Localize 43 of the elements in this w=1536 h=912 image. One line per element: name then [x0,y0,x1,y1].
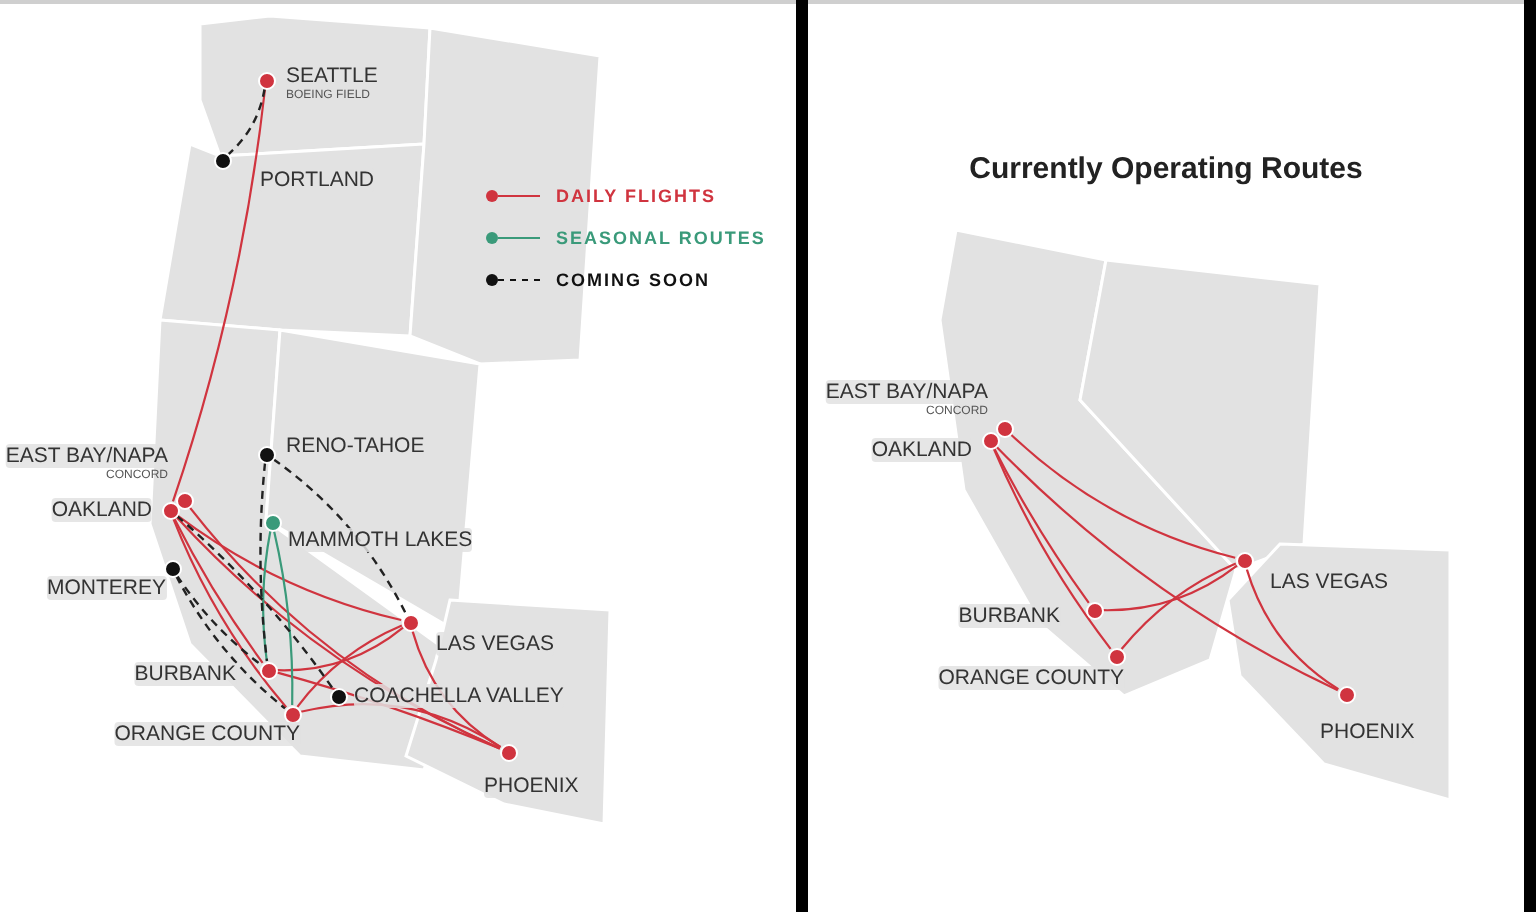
city-label: COACHELLA VALLEY [354,684,564,708]
route-line [176,514,402,622]
city-label: OAKLAND [871,438,972,462]
route-line [995,445,1339,692]
route-line [272,530,294,705]
city-label: LAS VEGAS [1270,570,1388,594]
route-line [173,517,264,664]
city-label: LAS VEGAS [436,632,554,656]
route-line [259,462,269,662]
map-title: Currently Operating Routes [967,150,1365,190]
route-line [172,518,288,708]
route-line [1245,568,1339,691]
city-label: ORANGE COUNTY [114,722,300,746]
route-line [175,575,286,710]
route-line [1103,564,1238,612]
city-label: PHOENIX [1320,720,1415,744]
legend-text: COMING SOON [556,268,711,294]
route-line [993,447,1090,604]
route-line [277,626,404,672]
city-label: BURBANK [958,604,1060,628]
city-label: OAKLAND [51,498,152,522]
route-line [176,574,262,666]
city-label: MAMMOTH LAKES [288,528,473,552]
route-line [227,88,266,155]
route-line [296,624,403,708]
route-line [1120,562,1237,650]
city-label: MONTEREY [46,576,166,600]
route-line [272,458,408,615]
city-label: RENO-TAHOE [286,434,425,458]
route-line [176,514,334,690]
city-label: EAST BAY/NAPA [825,380,988,404]
legend-text: SEASONAL ROUTES [556,226,766,252]
city-label: PORTLAND [260,168,374,192]
city-label: PHOENIX [484,774,579,798]
legend-text: DAILY FLIGHTS [556,184,717,210]
route-line [1009,433,1236,559]
route-line [262,530,272,662]
route-line [171,88,267,502]
route-line [992,447,1112,650]
city-label: BURBANK [134,662,236,686]
city-label: SEATTLE [286,64,378,88]
city-label: EAST BAY/NAPA [5,444,168,468]
city-label: ORANGE COUNTY [938,666,1124,690]
